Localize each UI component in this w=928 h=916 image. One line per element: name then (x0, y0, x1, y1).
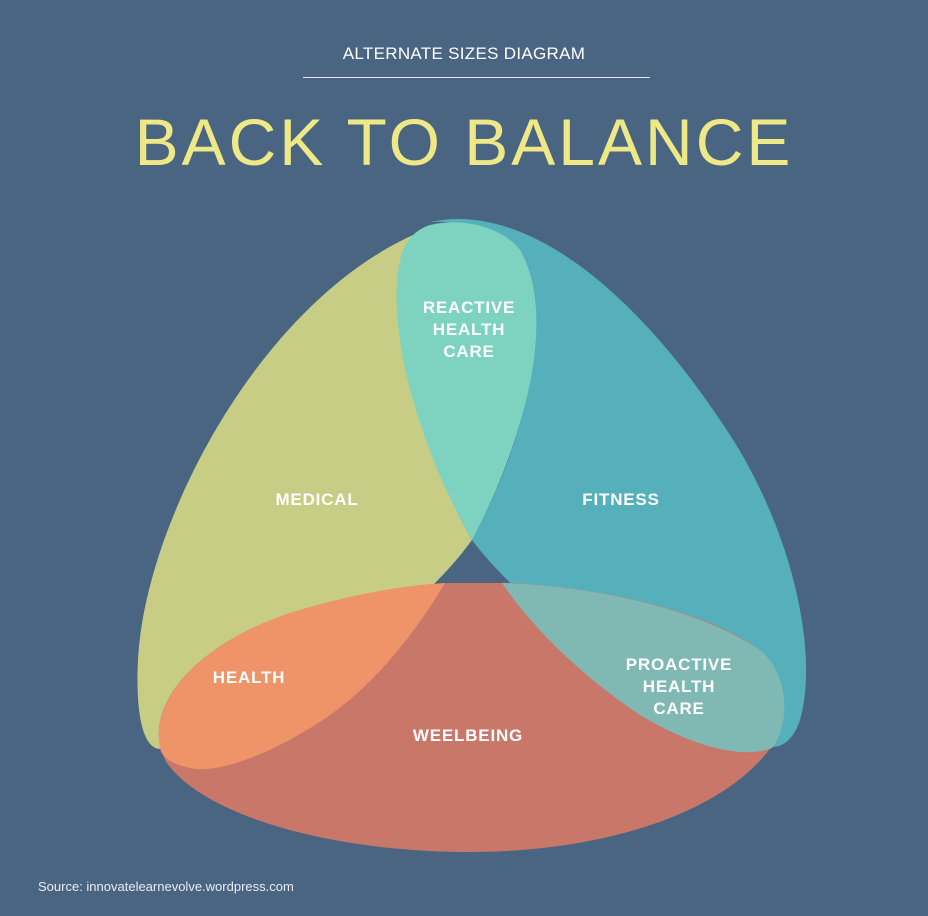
health-label: HEALTH (213, 668, 285, 687)
fitness-label: FITNESS (582, 490, 659, 509)
diagram-subtitle: ALTERNATE SIZES DIAGRAM (342, 44, 586, 63)
wellbeing-label: WEELBEING (413, 726, 523, 745)
medical-label: MEDICAL (275, 490, 358, 509)
proactive-label-line1: PROACTIVE (626, 655, 732, 674)
reactive-label-line2: HEALTH (433, 320, 505, 339)
reactive-label-line3: CARE (443, 342, 494, 361)
proactive-label-line2: HEALTH (643, 677, 715, 696)
proactive-label-line3: CARE (653, 699, 704, 718)
reactive-label-line1: REACTIVE (423, 298, 515, 317)
center-gap (445, 540, 502, 583)
fitness-region (430, 218, 807, 747)
health-region (158, 583, 446, 770)
source-credit: Source: innovatelearnevolve.wordpress.co… (38, 879, 294, 894)
diagram-title: BACK TO BALANCE (134, 105, 794, 179)
proactive-health-care-region (502, 583, 785, 753)
title-divider (303, 77, 650, 78)
reactive-health-care-region (396, 222, 537, 540)
